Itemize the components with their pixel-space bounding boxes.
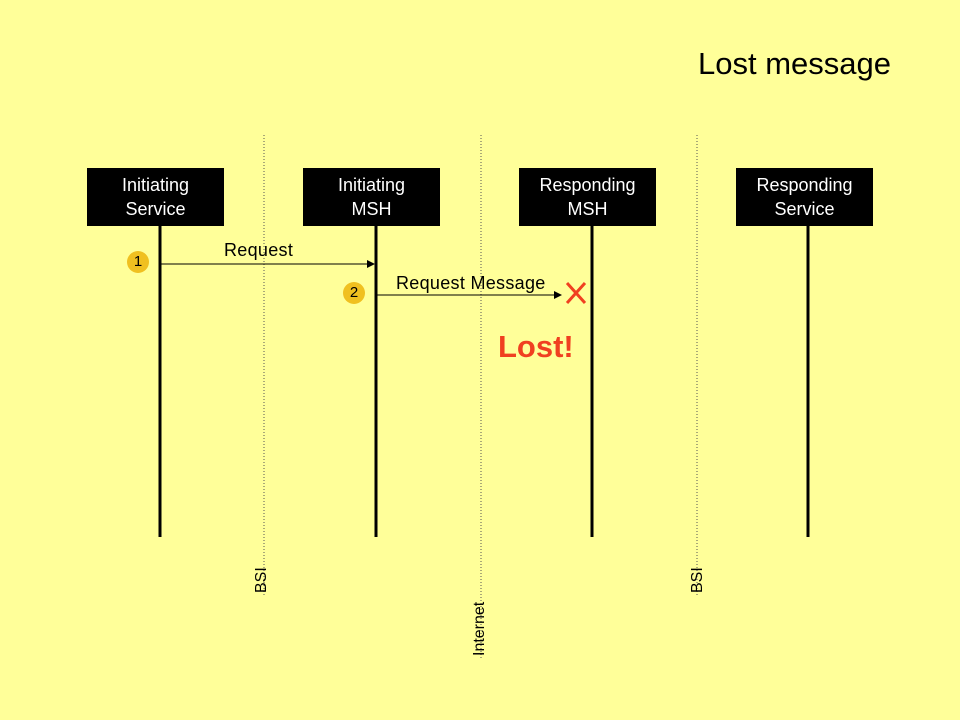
actor-label-line1: Responding [756,175,853,195]
actor-label-line2: MSH [567,199,608,219]
diagram-title: Lost message [698,46,891,81]
actor-label-line2: Service [774,199,835,219]
actor-label-line1: Initiating [337,175,406,195]
message-label-request-message: Request Message [396,273,546,293]
actor-responding-msh: Responding MSH [519,168,656,226]
message-label-request: Request [224,240,294,260]
step-badge-2: 2 [343,282,365,304]
actor-label-line1: Responding [539,175,636,195]
actor-initiating-msh: Initiating MSH [303,168,440,226]
lost-label: Lost! [498,329,574,364]
boundary-label-internet: Internet [471,601,488,656]
boundary-label-bsi-right: BSI [689,567,706,593]
actor-initiating-service: Initiating Service [87,168,224,226]
actor-responding-service: Responding Service [736,168,873,226]
actor-label-line2: MSH [351,199,392,219]
boundary-label-bsi-left: BSI [253,567,270,593]
actor-label-line1: Initiating [121,175,190,195]
step-badge-1: 1 [127,251,149,273]
arrowhead-request-message [554,291,562,299]
x-mark-icon [565,281,587,305]
actor-label-line2: Service [125,199,186,219]
arrowhead-request [367,260,375,268]
